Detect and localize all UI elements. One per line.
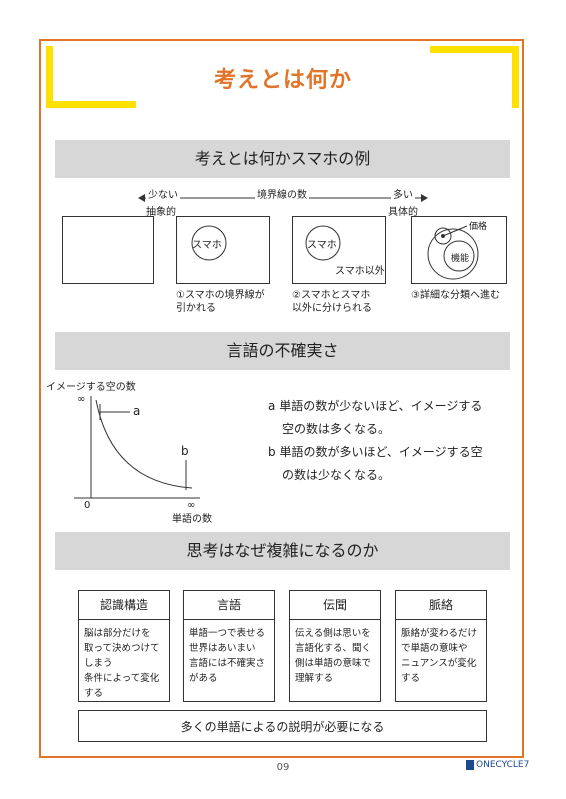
panel-detailed [411, 216, 507, 284]
right-bracket-vertical [512, 46, 519, 108]
page-title: 考えとは何か [213, 68, 352, 93]
section-heading-smartphone: 考えとは何かスマホの例 [55, 140, 510, 178]
card-title: 認識構造 [79, 591, 169, 620]
language-graph [74, 396, 200, 499]
description-b: b 単語の数が多いほど、イメージする空 の数は少なくなる。 [268, 441, 518, 487]
graph-point-b: b [181, 444, 189, 458]
card-context: 脈絡 脈絡が変わるだけ で単語の意味や ニュアンスが変化 する [395, 590, 487, 702]
description-a-line1: 単語の数が少ないほど、イメージする [279, 399, 483, 413]
card-hearsay: 伝聞 伝える側は思いを 言語化する、聞く 側は単語の意味で 理解する [289, 590, 381, 702]
description-a-line2: 空の数は多くなる。 [282, 422, 391, 436]
card-body: 脈絡が変わるだけ で単語の意味や ニュアンスが変化 する [401, 628, 478, 684]
card-title: 言語 [184, 591, 274, 620]
scale-left-top: 少ない [146, 186, 180, 201]
conclusion-box: 多くの単語によるの説明が必要になる [78, 710, 487, 742]
description-b-line1: 単語の数が多いほど、イメージする空 [279, 445, 483, 459]
scale-right-bottom: 具体的 [388, 207, 418, 218]
page-frame [39, 39, 524, 758]
graph-inf-y: ∞ [77, 394, 86, 405]
right-bracket-horizontal [430, 46, 519, 53]
card-language: 言語 単語一つで表せる 世界はあいまい 言語には不確実さ がある [183, 590, 275, 702]
graph-xlabel: 単語の数 [172, 514, 212, 525]
panel3-outside-label: スマホ以外 [335, 266, 385, 277]
panel4-circles-shape [427, 225, 479, 280]
logo-text: ONECYCLE7 [476, 760, 530, 770]
panel-empty [62, 216, 154, 284]
card-body: 単語一つで表せる 世界はあいまい 言語には不確実さ がある [189, 628, 266, 684]
description-b-line2: の数は少なくなる。 [282, 468, 391, 482]
description-a-marker: a [268, 399, 276, 413]
scale-left-bottom: 抽象的 [146, 207, 176, 218]
left-bracket-vertical [46, 46, 53, 108]
graph-origin: 0 [84, 500, 91, 511]
card-body: 脳は部分だけを 取って決めつけて しまう 条件によって変化 する [84, 628, 160, 699]
logo-mark-icon [466, 760, 474, 770]
card-title: 伝聞 [290, 591, 380, 620]
page-number: 09 [276, 762, 290, 773]
scale-center-label: 境界線の数 [255, 186, 309, 201]
panel3-circle-label: スマホ [307, 240, 337, 251]
panel2-circle-shape [191, 225, 227, 261]
card-recognition: 認識構造 脳は部分だけを 取って決めつけて しまう 条件によって変化 する [78, 590, 170, 702]
graph-ylabel: イメージする空の数 [46, 382, 136, 393]
left-bracket-horizontal [46, 101, 136, 108]
graph-point-a: a [133, 404, 141, 418]
graph-inf-x: ∞ [187, 500, 196, 511]
card-body: 伝える側は思いを 言語化する、聞く 側は単語の意味で 理解する [295, 628, 372, 684]
panel-boundary [176, 216, 270, 284]
panel4-price-label: 価格 [469, 222, 488, 232]
section-heading-language: 言語の不確実さ [55, 332, 510, 370]
caption-divided: ②スマホとスマホ 以外に分けられる [292, 290, 372, 314]
card-title: 脈絡 [396, 591, 486, 620]
description-a: a 単語の数が少ないほど、イメージする 空の数は多くなる。 [268, 395, 518, 441]
brand-logo: ONECYCLE7 [466, 760, 529, 770]
caption-boundary: ①スマホの境界線が 引かれる [176, 290, 265, 314]
caption-detailed: ③詳細な分類へ進む [411, 290, 500, 301]
panel2-circle-label: スマホ [192, 240, 222, 251]
panel4-function-label: 機能 [451, 254, 470, 264]
panel3-circle-shape [305, 225, 341, 261]
section-heading-complexity: 思考はなぜ複雑になるのか [55, 532, 510, 570]
scale-right-top: 多い [391, 186, 415, 201]
description-b-marker: b [268, 445, 276, 459]
